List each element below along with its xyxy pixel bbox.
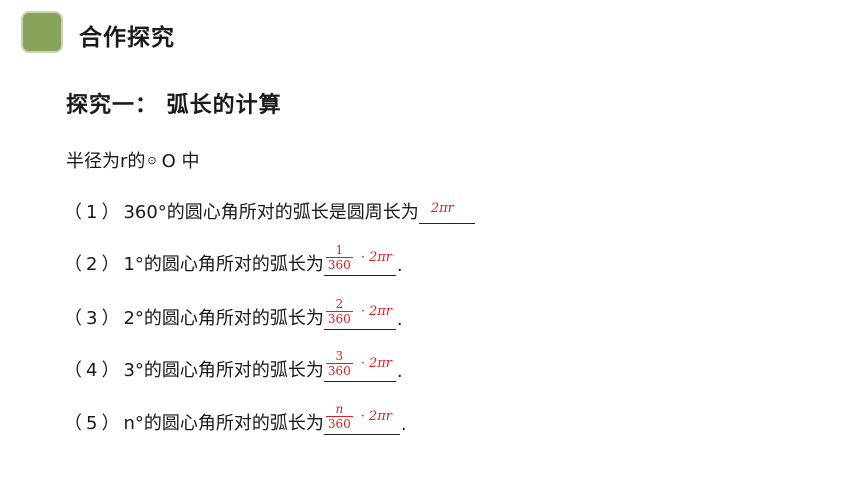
answer-expr: 2πr [368,304,392,319]
fraction-numerator: 1 [335,243,344,257]
multiply-dot: · [360,409,365,424]
fraction-numerator: 3 [335,349,344,363]
multiply-dot: · [360,356,365,371]
answer-expression: 3 360 · 2πr [325,349,392,378]
answer-expr: 2πr [430,201,454,216]
answer-fraction: 3 360 [325,349,353,378]
answer-expr: 2πr [368,250,392,265]
answer-blank: n 360 · 2πr [323,402,400,435]
answer-expression: n 360 · 2πr [325,402,392,431]
item-text: n°的圆心角所对的弧长为 [123,413,324,434]
answer-blank: 3 360 · 2πr [323,349,396,382]
question-item-2: （2） 1°的圆心角所对的弧长为 1 360 · 2πr . [64,243,403,276]
question-item-5: （5） n°的圆心角所对的弧长为 n 360 · 2πr . [64,402,407,435]
item-number: （2） [64,254,124,275]
answer-expression: 2 360 · 2πr [325,297,392,326]
item-text: 1°的圆心角所对的弧长为 [123,254,324,275]
question-item-4: （4） 3°的圆心角所对的弧长为 3 360 · 2πr . [64,349,403,382]
answer-expr: 2πr [368,356,392,371]
question-item-1: （1） 360°的圆心角所对的弧长是圆周长为 2πr [64,198,475,224]
section-badge [23,13,61,51]
answer-expression: 2πr [431,201,454,216]
item-number: （5） [64,413,124,434]
question-item-3: （3） 2°的圆心角所对的弧长为 2 360 · 2πr . [64,297,403,330]
intro-text: 半径为r的⊙ O 中 [66,147,200,173]
answer-blank: 1 360 · 2πr [323,243,396,276]
item-number: （4） [64,360,124,381]
item-end: . [396,361,403,382]
item-text: 2°的圆心角所对的弧长为 [123,308,324,329]
fraction-bar [325,311,353,312]
answer-expression: 1 360 · 2πr [325,243,392,272]
item-number: （3） [64,308,124,329]
answer-expr: 2πr [368,409,392,424]
fraction-denominator: 360 [327,312,351,326]
answer-fraction: n 360 [325,402,353,431]
item-end: . [396,255,403,276]
circle-symbol-icon: ⊙ [147,154,157,167]
multiply-dot: · [360,250,365,265]
intro-before: 半径为r的 [66,151,146,172]
fraction-denominator: 360 [327,417,351,431]
multiply-dot: · [360,304,365,319]
item-end: . [400,414,407,435]
fraction-numerator: 2 [335,297,344,311]
answer-blank: 2 360 · 2πr [323,297,396,330]
fraction-numerator: n [335,402,344,416]
fraction-denominator: 360 [327,364,351,378]
item-end: . [396,309,403,330]
item-text: 3°的圆心角所对的弧长为 [123,360,324,381]
section-title: 合作探究 [79,25,175,51]
fraction-bar [325,416,353,417]
fraction-denominator: 360 [327,258,351,272]
answer-fraction: 2 360 [325,297,353,326]
item-number: （1） [64,202,124,223]
answer-blank: 2πr [418,201,475,224]
item-text: 360°的圆心角所对的弧长是圆周长为 [123,202,419,223]
fraction-bar [325,363,353,364]
fraction-bar [325,257,353,258]
intro-after: O 中 [161,151,200,172]
exploration-title: 探究一： 弧长的计算 [66,93,282,118]
answer-fraction: 1 360 [325,243,353,272]
